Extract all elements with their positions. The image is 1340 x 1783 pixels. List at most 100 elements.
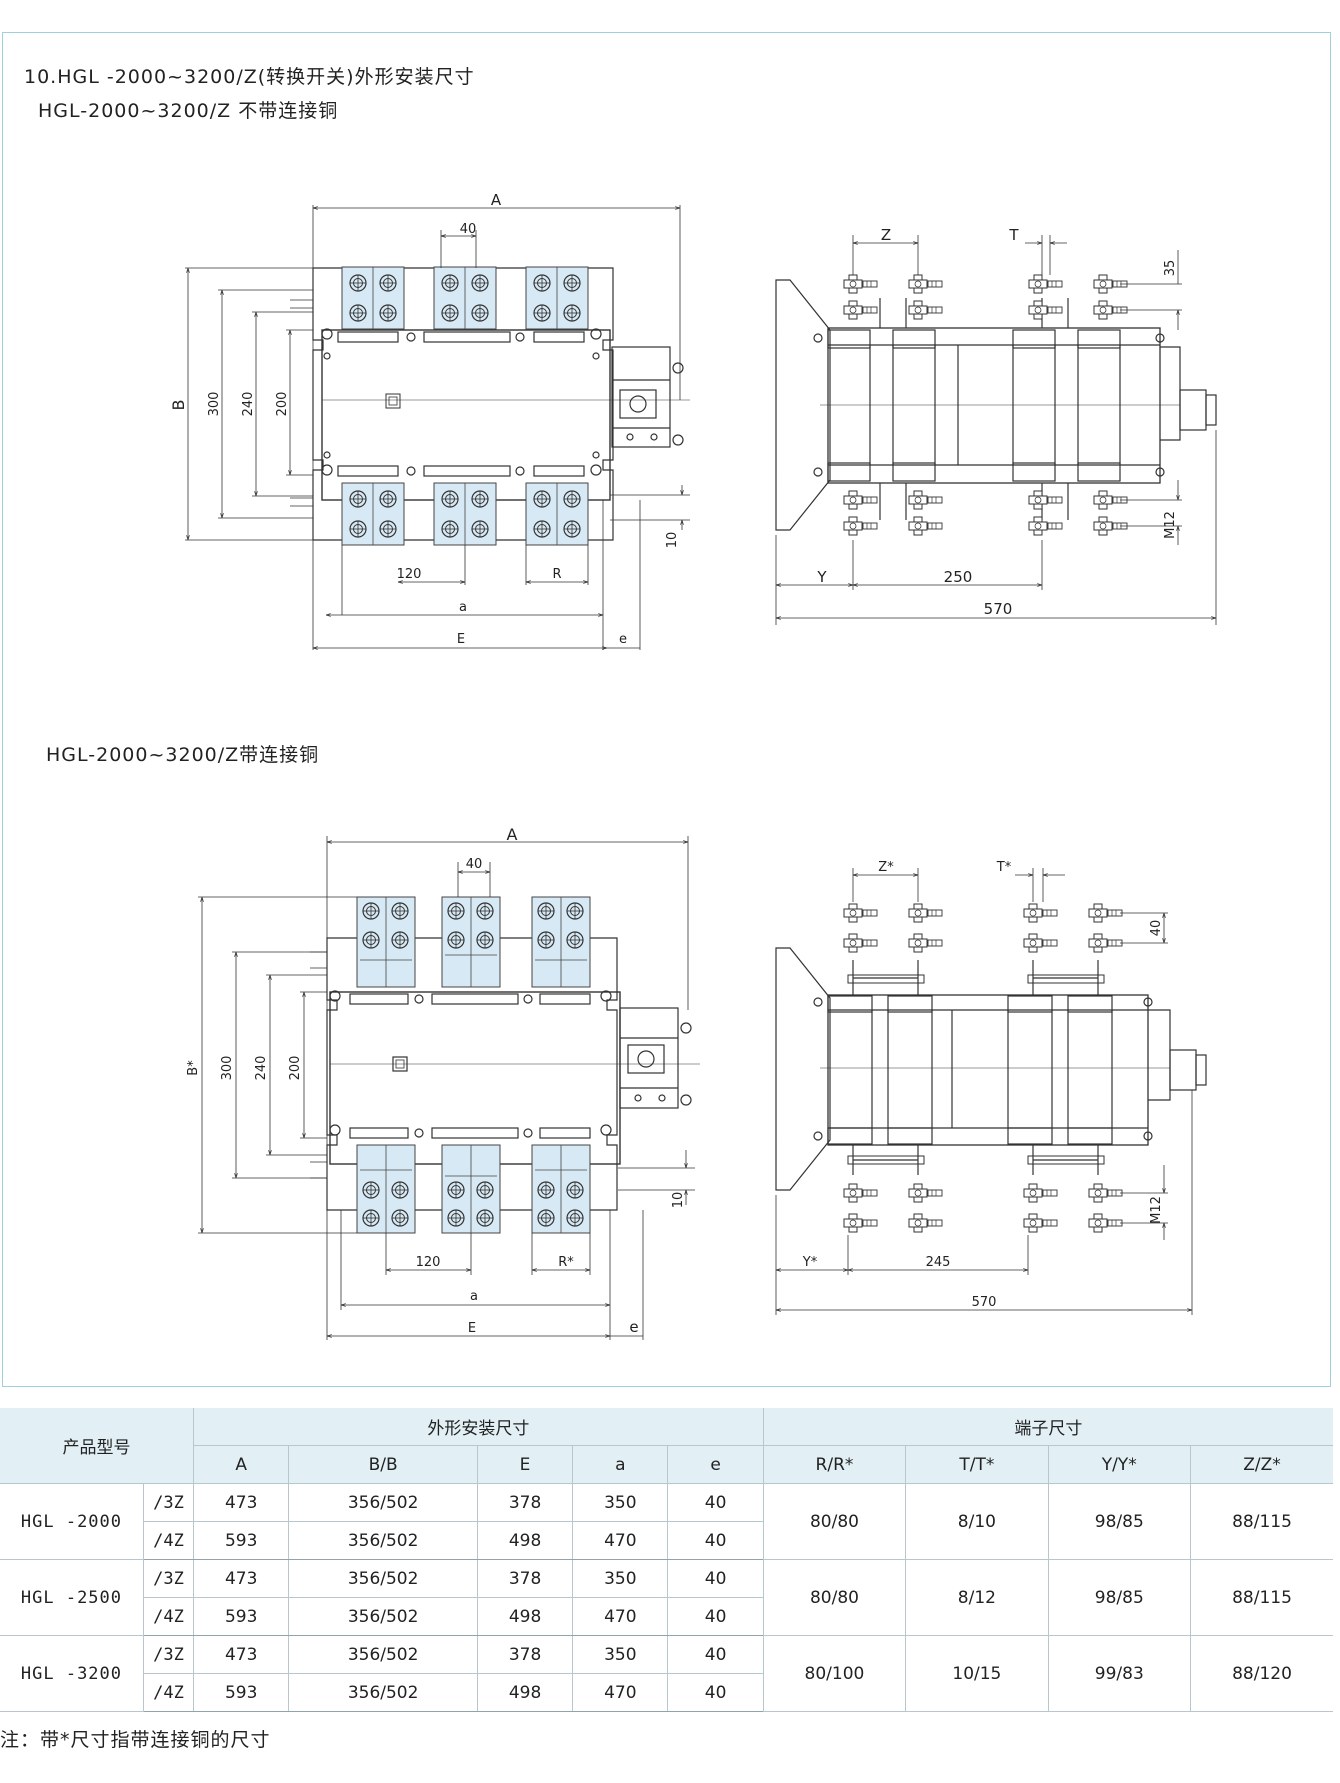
col-R: R/R* (762, 1445, 906, 1484)
variant: /3Z (142, 1483, 194, 1522)
dim-40: 40 (466, 857, 483, 872)
dim-B: B (169, 400, 188, 411)
col-e: e (667, 1445, 764, 1484)
dimension-labels-front-2: A 40 B* 300 240 200 120 R* a E e 10 (186, 825, 686, 1336)
cell-B: 356/502 (288, 1597, 478, 1636)
dim-240: 240 (254, 1056, 269, 1081)
cell-E: 498 (476, 1521, 573, 1560)
dim-250: 250 (944, 568, 973, 586)
dim-Y: Y (816, 568, 827, 586)
table-row: HGL -2000 /3Z 473 356/502 378 350 40 80/… (0, 1483, 1333, 1560)
cell-E: 378 (476, 1559, 573, 1598)
col-a: a (572, 1445, 668, 1484)
cell-a: 470 (572, 1597, 668, 1636)
variant: /3Z (142, 1635, 194, 1674)
dim-570: 570 (984, 600, 1013, 618)
cell-E: 378 (476, 1635, 573, 1674)
model-name: HGL -2500 (0, 1559, 144, 1636)
table-row: /4Z 593 356/502 498 470 40 (0, 1673, 1333, 1712)
dim-Y-star: Y* (802, 1255, 818, 1270)
cell-E: 498 (476, 1673, 573, 1712)
cell-E: 378 (476, 1483, 573, 1522)
front-terminals-without-copper (342, 267, 588, 545)
col-Z: Z/Z* (1190, 1445, 1333, 1484)
cell-A: 473 (193, 1483, 289, 1522)
cell-e: 40 (667, 1635, 764, 1674)
cell-Z: 88/115 (1190, 1483, 1333, 1560)
cell-R: 80/100 (762, 1635, 906, 1712)
dim-240: 240 (241, 392, 256, 417)
model-header: 产品型号 (0, 1408, 194, 1484)
table-row: HGL -2500 /3Z 473 356/502 378 350 40 80/… (0, 1559, 1333, 1636)
dim-T: T (1008, 226, 1019, 244)
variant: /4Z (142, 1597, 194, 1636)
cell-a: 350 (572, 1635, 668, 1674)
col-T: T/T* (905, 1445, 1049, 1484)
dim-M12: M12 (1149, 1196, 1164, 1224)
cell-a: 350 (572, 1559, 668, 1598)
cell-A: 593 (193, 1673, 289, 1712)
cell-e: 40 (667, 1597, 764, 1636)
side-view-with-copper (775, 947, 1207, 1191)
table-row: HGL -3200 /3Z 473 356/502 378 350 40 80/… (0, 1635, 1333, 1712)
cell-B: 356/502 (288, 1483, 478, 1522)
cell-e: 40 (667, 1559, 764, 1598)
variant: /4Z (142, 1673, 194, 1712)
dimensions-side-1 (775, 235, 1217, 625)
front-terminals-with-copper (356, 896, 591, 1234)
col-E: E (476, 1445, 573, 1484)
dim-Z: Z (881, 226, 891, 244)
dim-10: 10 (665, 532, 680, 549)
drawings-canvas: A 40 B 300 240 200 120 R a E e 10 (169, 191, 1217, 1340)
dim-B-star: B* (186, 1060, 201, 1076)
dim-300: 300 (207, 392, 222, 417)
cell-A: 593 (193, 1597, 289, 1636)
dim-35: 35 (1163, 260, 1178, 277)
side-view-without-copper (775, 279, 1217, 531)
cell-A: 473 (193, 1635, 289, 1674)
cell-B: 356/502 (288, 1635, 478, 1674)
cell-Y: 98/85 (1047, 1483, 1191, 1560)
cell-Y: 98/85 (1047, 1559, 1191, 1636)
dim-a: a (470, 1289, 478, 1304)
cell-E: 498 (476, 1597, 573, 1636)
dimensions-front-1 (185, 205, 690, 650)
cell-a: 350 (572, 1483, 668, 1522)
cell-A: 473 (193, 1559, 289, 1598)
dim-T-star: T* (996, 860, 1012, 875)
dim-R: R (552, 567, 561, 582)
dim-200: 200 (275, 392, 290, 417)
dim-R-star: R* (558, 1255, 574, 1270)
front-view-with-copper (310, 937, 700, 1211)
cell-B: 356/502 (288, 1559, 478, 1598)
dimension-labels-front-1: A 40 B 300 240 200 120 R a E e 10 (169, 191, 680, 647)
variant: /4Z (142, 1521, 194, 1560)
table-row: /4Z 593 356/502 498 470 40 (0, 1597, 1333, 1636)
table-row: /4Z 593 356/502 498 470 40 (0, 1521, 1333, 1560)
cell-a: 470 (572, 1673, 668, 1712)
dim-40: 40 (460, 222, 477, 237)
cell-T: 8/10 (905, 1483, 1049, 1560)
dim-A: A (507, 825, 518, 844)
cell-T: 8/12 (905, 1559, 1049, 1636)
cell-e: 40 (667, 1483, 764, 1522)
dimension-labels-side-1: Z T 35 M12 Y 250 570 (816, 226, 1178, 618)
dimensions-side-2 (775, 868, 1193, 1315)
cell-e: 40 (667, 1673, 764, 1712)
col-Y: Y/Y* (1047, 1445, 1191, 1484)
dim-a: a (459, 600, 467, 615)
model-name: HGL -2000 (0, 1483, 144, 1560)
subtitle-without-copper: HGL-2000~3200/Z 不带连接铜 (38, 100, 339, 122)
dim-120: 120 (416, 1255, 441, 1270)
dim-200: 200 (288, 1056, 303, 1081)
dim-e: e (619, 632, 627, 647)
dim-245: 245 (926, 1255, 951, 1270)
col-B: B/B (288, 1445, 478, 1484)
dim-A: A (491, 191, 502, 209)
cell-Y: 99/83 (1047, 1635, 1191, 1712)
dim-M12: M12 (1163, 511, 1178, 539)
spec-table-wrap: 产品型号 外形安装尺寸 端子尺寸 A B/B E a e R/R* T/T* Y… (0, 1408, 1333, 1712)
dim-10: 10 (671, 1192, 686, 1209)
cell-B: 356/502 (288, 1521, 478, 1560)
cell-Z: 88/115 (1190, 1559, 1333, 1636)
